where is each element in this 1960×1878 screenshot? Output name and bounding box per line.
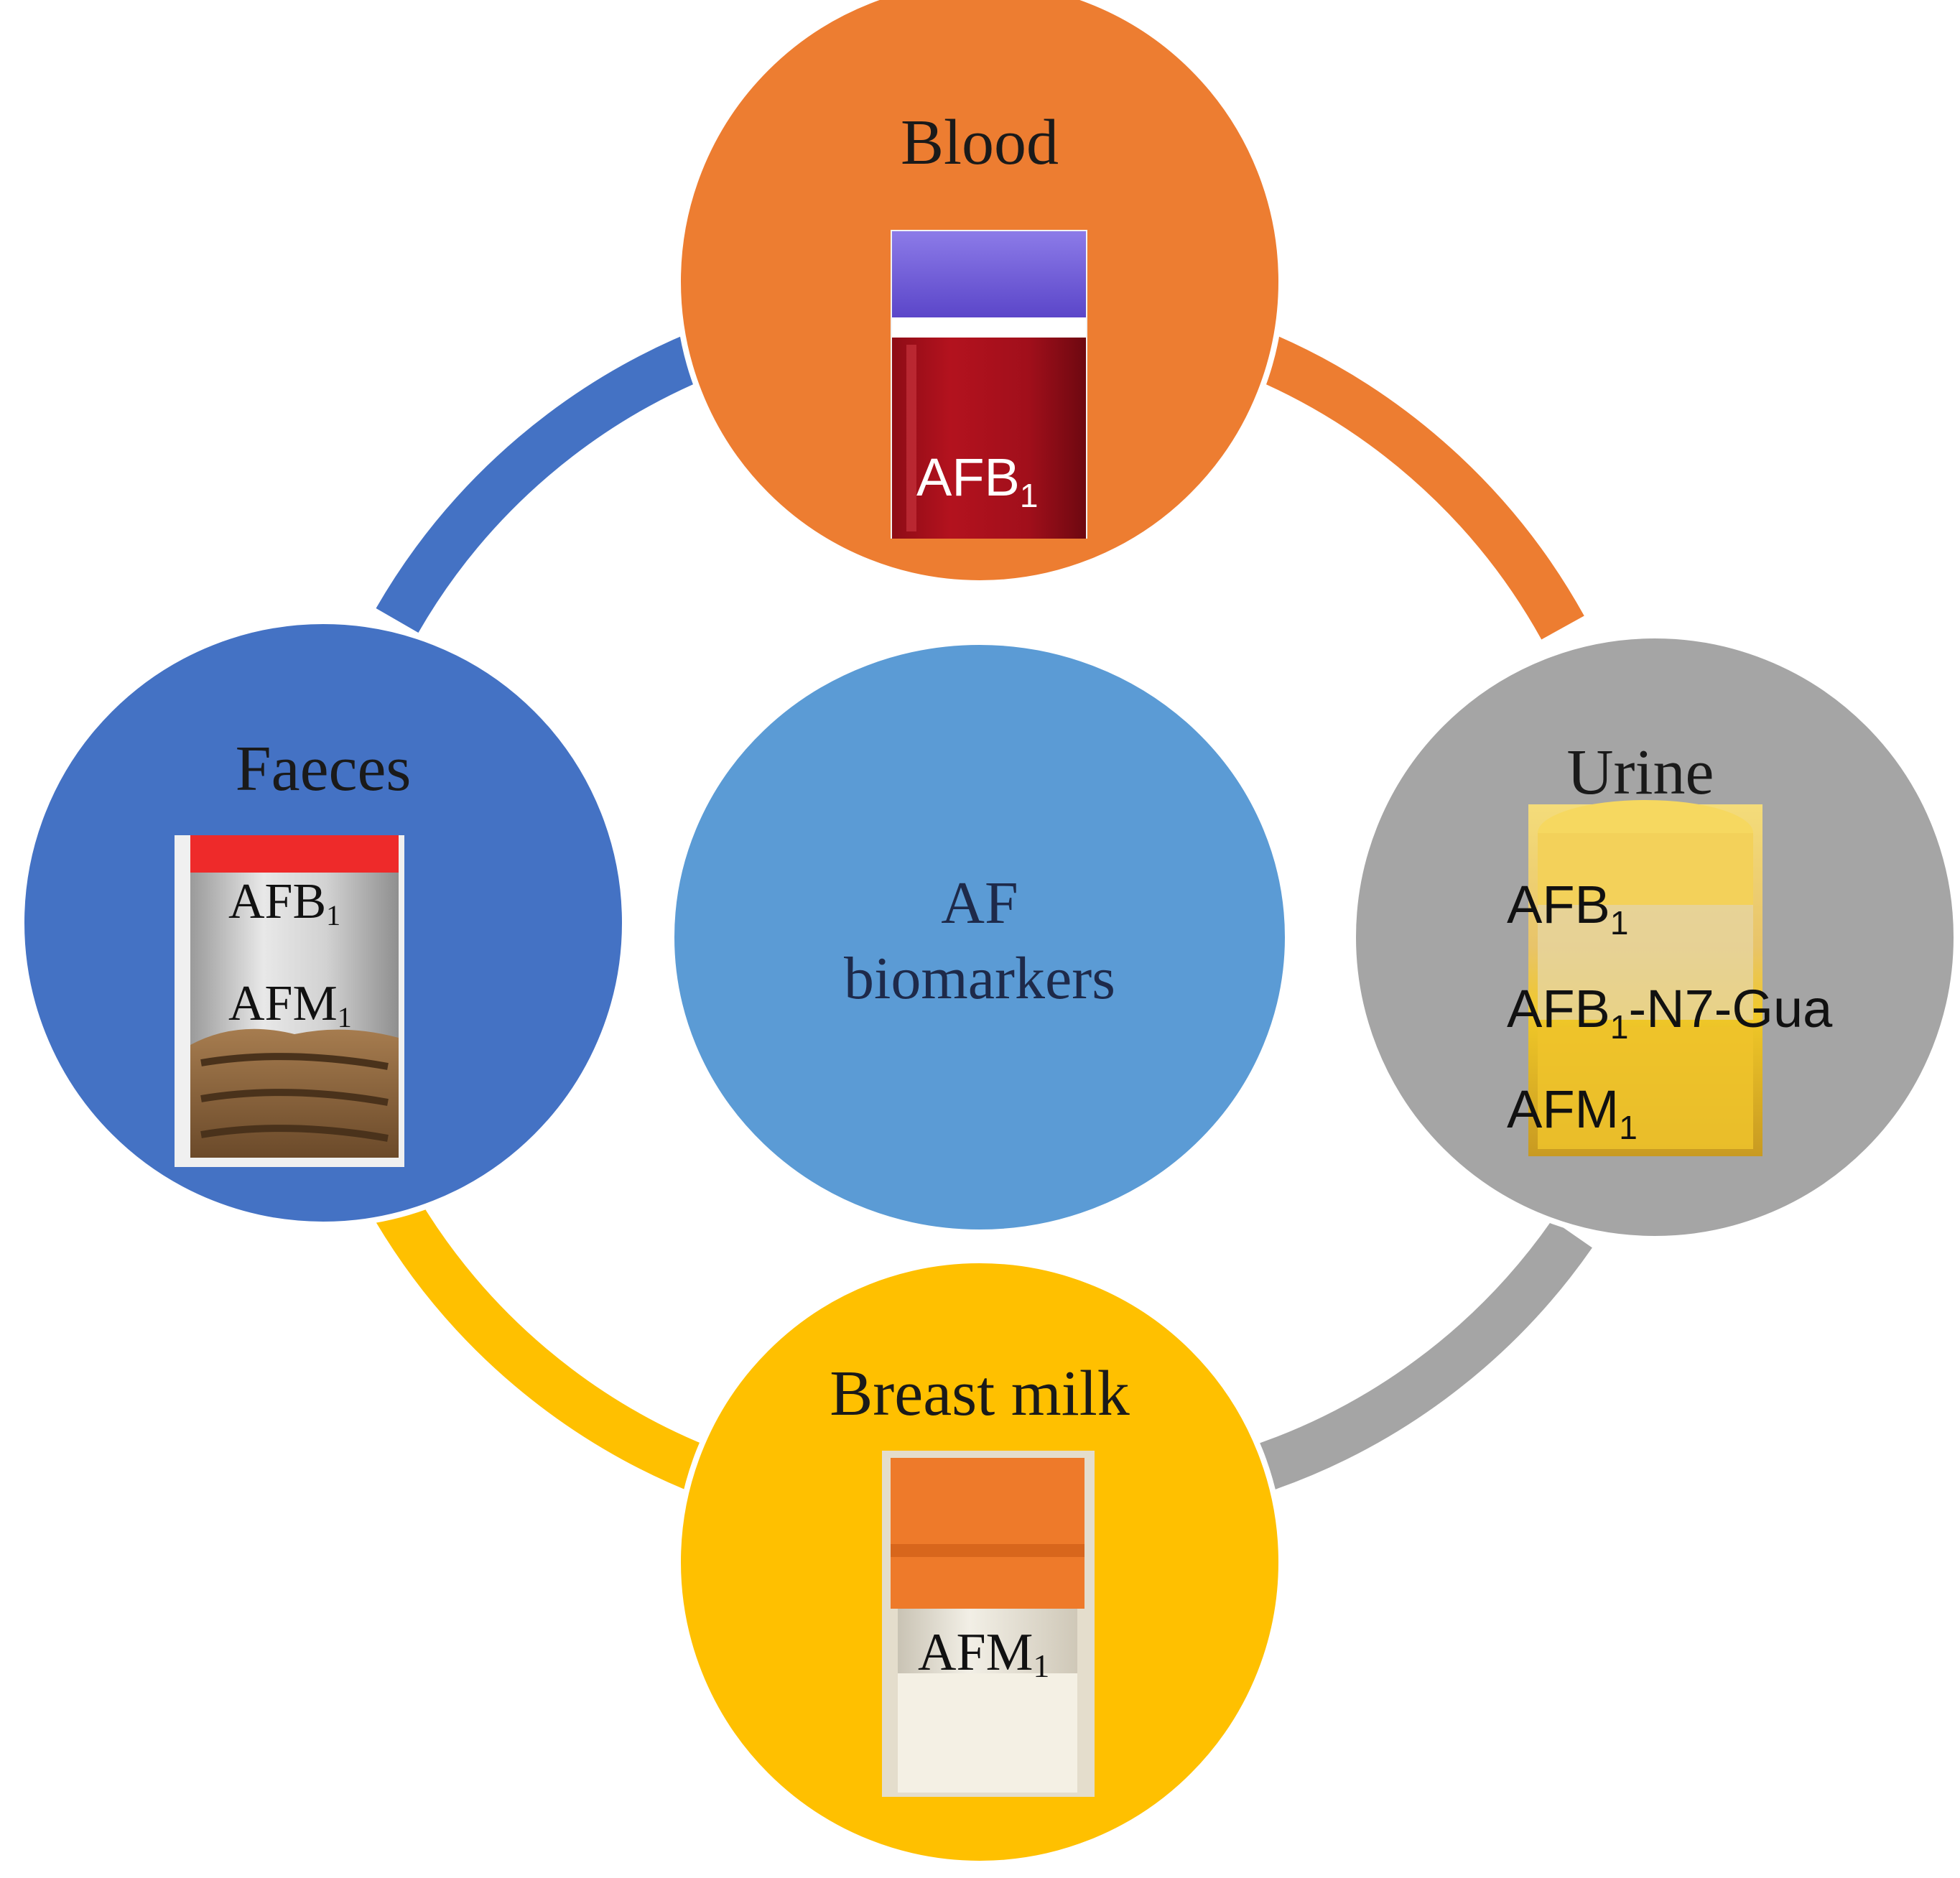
connector-arc-urine-milk: [1242, 1219, 1592, 1496]
connector-ring: [376, 325, 1592, 1496]
milk-title: Breast milk: [830, 1358, 1129, 1429]
urine-marker-2-base: AFB: [1507, 979, 1610, 1038]
blood-tube-icon: [891, 230, 1087, 539]
center-node: AF biomarkers: [670, 641, 1289, 1234]
milk-node: Breast milk AFM1: [675, 1258, 1284, 1867]
breast-milk-bottle-icon: [882, 1451, 1095, 1797]
connector-arc-blood-urine: [1232, 325, 1584, 640]
urine-marker-1-base: AFB: [1507, 875, 1610, 934]
faeces-node: Faeces AFB1 AFM1: [19, 618, 628, 1227]
center-label-line1: AF: [941, 870, 1018, 936]
connector-arc-milk-faeces: [376, 1197, 717, 1495]
urine-marker-3-base: AFM: [1507, 1079, 1619, 1139]
center-label-line2: biomarkers: [844, 945, 1115, 1012]
blood-node: Blood AFB1: [675, 0, 1284, 586]
faeces-marker-2: AFM1: [228, 976, 352, 1033]
urine-node: Urine AFB1 AFB1-N7-Gua AFM1: [1350, 633, 1959, 1242]
urine-marker-3: AFM1: [1507, 1079, 1638, 1146]
faeces-title: Faeces: [236, 733, 412, 804]
urine-marker-1: AFB1: [1507, 875, 1629, 942]
urine-marker-3-sub: 1: [1619, 1109, 1638, 1146]
milk-marker-1-sub: 1: [1033, 1647, 1049, 1684]
blood-marker-1: AFB1: [916, 447, 1039, 514]
urine-title: Urine: [1567, 737, 1714, 808]
urine-marker-2-sub: 1: [1610, 1008, 1629, 1046]
stool-container-icon: [175, 835, 404, 1167]
blood-marker-1-sub: 1: [1020, 477, 1039, 514]
urine-container-icon: [1528, 800, 1762, 1156]
faeces-marker-1-sub: 1: [326, 899, 340, 931]
faeces-marker-2-sub: 1: [338, 1001, 352, 1033]
faeces-marker-1-base: AFB: [228, 874, 326, 929]
center-circle: [670, 641, 1289, 1234]
faeces-marker-1: AFB1: [228, 874, 340, 931]
blood-title: Blood: [901, 107, 1059, 178]
faeces-marker-2-base: AFM: [228, 976, 338, 1031]
connector-arc-faeces-blood: [376, 325, 728, 633]
blood-marker-1-base: AFB: [916, 447, 1020, 507]
urine-marker-2-rest: -N7-Gua: [1629, 979, 1834, 1038]
milk-marker-1: AFM1: [918, 1623, 1049, 1684]
urine-marker-2: AFB1-N7-Gua: [1507, 979, 1833, 1046]
milk-marker-1-base: AFM: [918, 1623, 1033, 1682]
urine-marker-1-sub: 1: [1610, 904, 1629, 942]
